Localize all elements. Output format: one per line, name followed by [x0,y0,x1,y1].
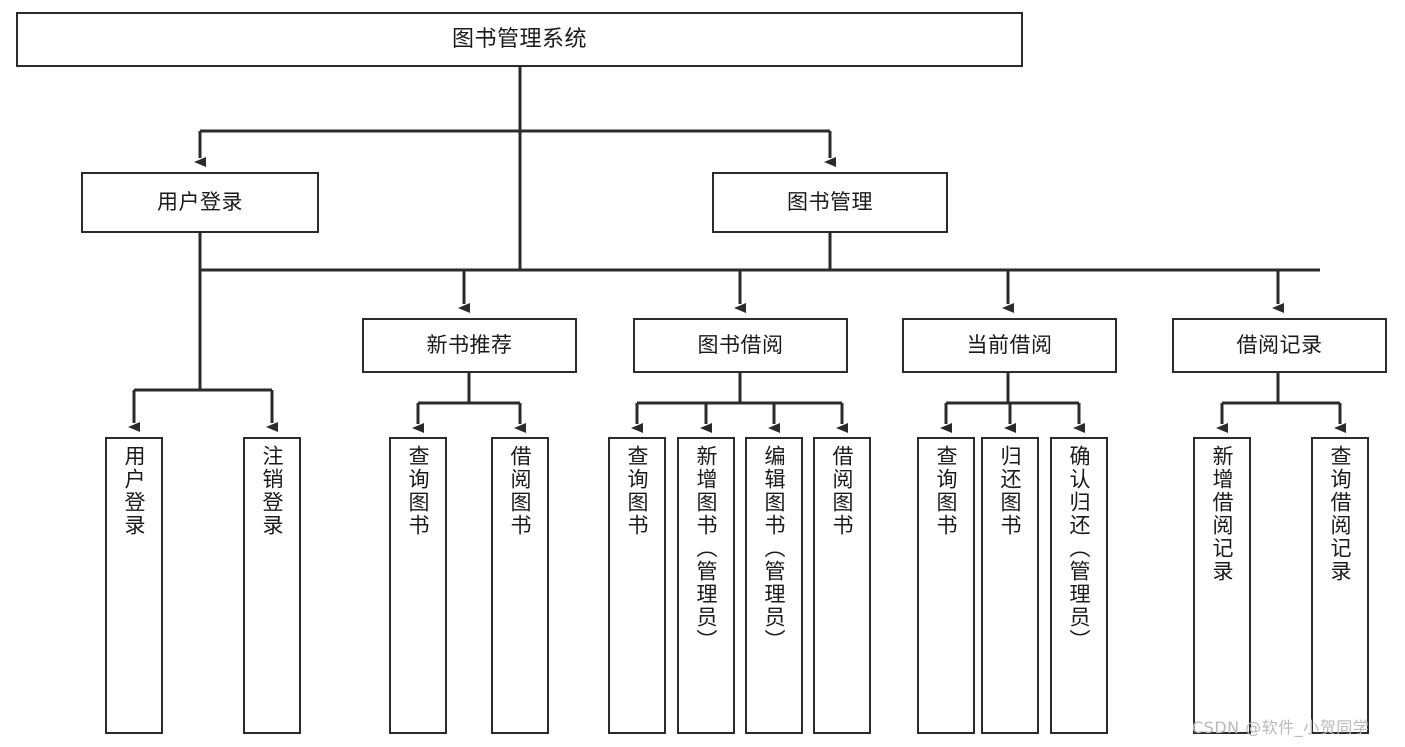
node-label: 图书借阅 [697,333,784,358]
node-leaf-query-book-current[interactable]: 查询图书 [917,437,975,734]
node-leaf-logout[interactable]: 注销登录 [243,437,301,734]
node-borrowing-record[interactable]: 借阅记录 [1172,318,1387,373]
node-label: 借阅图书 [508,445,533,537]
node-user-login[interactable]: 用户登录 [81,172,319,233]
node-leaf-borrow-book-recommendation[interactable]: 借阅图书 [491,437,549,734]
node-leaf-borrow-book[interactable]: 借阅图书 [813,437,871,734]
node-leaf-return-book[interactable]: 归还图书 [981,437,1039,734]
node-leaf-query-borrowing-record[interactable]: 查询借阅记录 [1311,437,1369,734]
node-leaf-edit-book[interactable]: 编辑图书（管理员） [745,437,803,734]
node-label: 查询图书 [406,445,431,537]
node-label: 归还图书 [998,445,1023,537]
node-current-borrowing[interactable]: 当前借阅 [902,318,1117,373]
node-label: 查询图书 [934,445,959,537]
csdn-watermark: CSDN @软件_小贺同学 [1192,718,1370,737]
node-label: 借阅记录 [1236,333,1323,358]
node-label: 查询借阅记录 [1328,445,1353,583]
node-label: 用户登录 [157,190,243,215]
node-label: 新增借阅记录 [1210,445,1235,583]
node-label: 编辑图书（管理员） [762,445,787,652]
node-book-borrowing[interactable]: 图书借阅 [633,318,848,373]
node-label: 新增图书（管理员） [694,445,719,652]
node-label: 确认归还（管理员） [1067,445,1092,652]
node-label: 查询图书 [625,445,650,537]
node-label: 新书推荐 [426,333,513,358]
node-root-book-management-system[interactable]: 图书管理系统 [16,12,1023,67]
node-leaf-add-book[interactable]: 新增图书（管理员） [677,437,735,734]
node-label: 图书管理 [787,190,873,215]
node-label: 注销登录 [260,445,285,537]
node-leaf-query-book-borrowing[interactable]: 查询图书 [608,437,666,734]
node-leaf-confirm-return[interactable]: 确认归还（管理员） [1050,437,1108,734]
node-label: 借阅图书 [830,445,855,537]
node-label: 用户登录 [122,445,147,537]
node-book-management[interactable]: 图书管理 [712,172,948,233]
node-leaf-query-book-recommendation[interactable]: 查询图书 [389,437,447,734]
node-label: 当前借阅 [966,333,1053,358]
node-label: 图书管理系统 [451,26,587,52]
node-leaf-add-borrowing-record[interactable]: 新增借阅记录 [1193,437,1251,734]
node-leaf-user-login[interactable]: 用户登录 [105,437,163,734]
node-new-book-recommendation[interactable]: 新书推荐 [362,318,577,373]
